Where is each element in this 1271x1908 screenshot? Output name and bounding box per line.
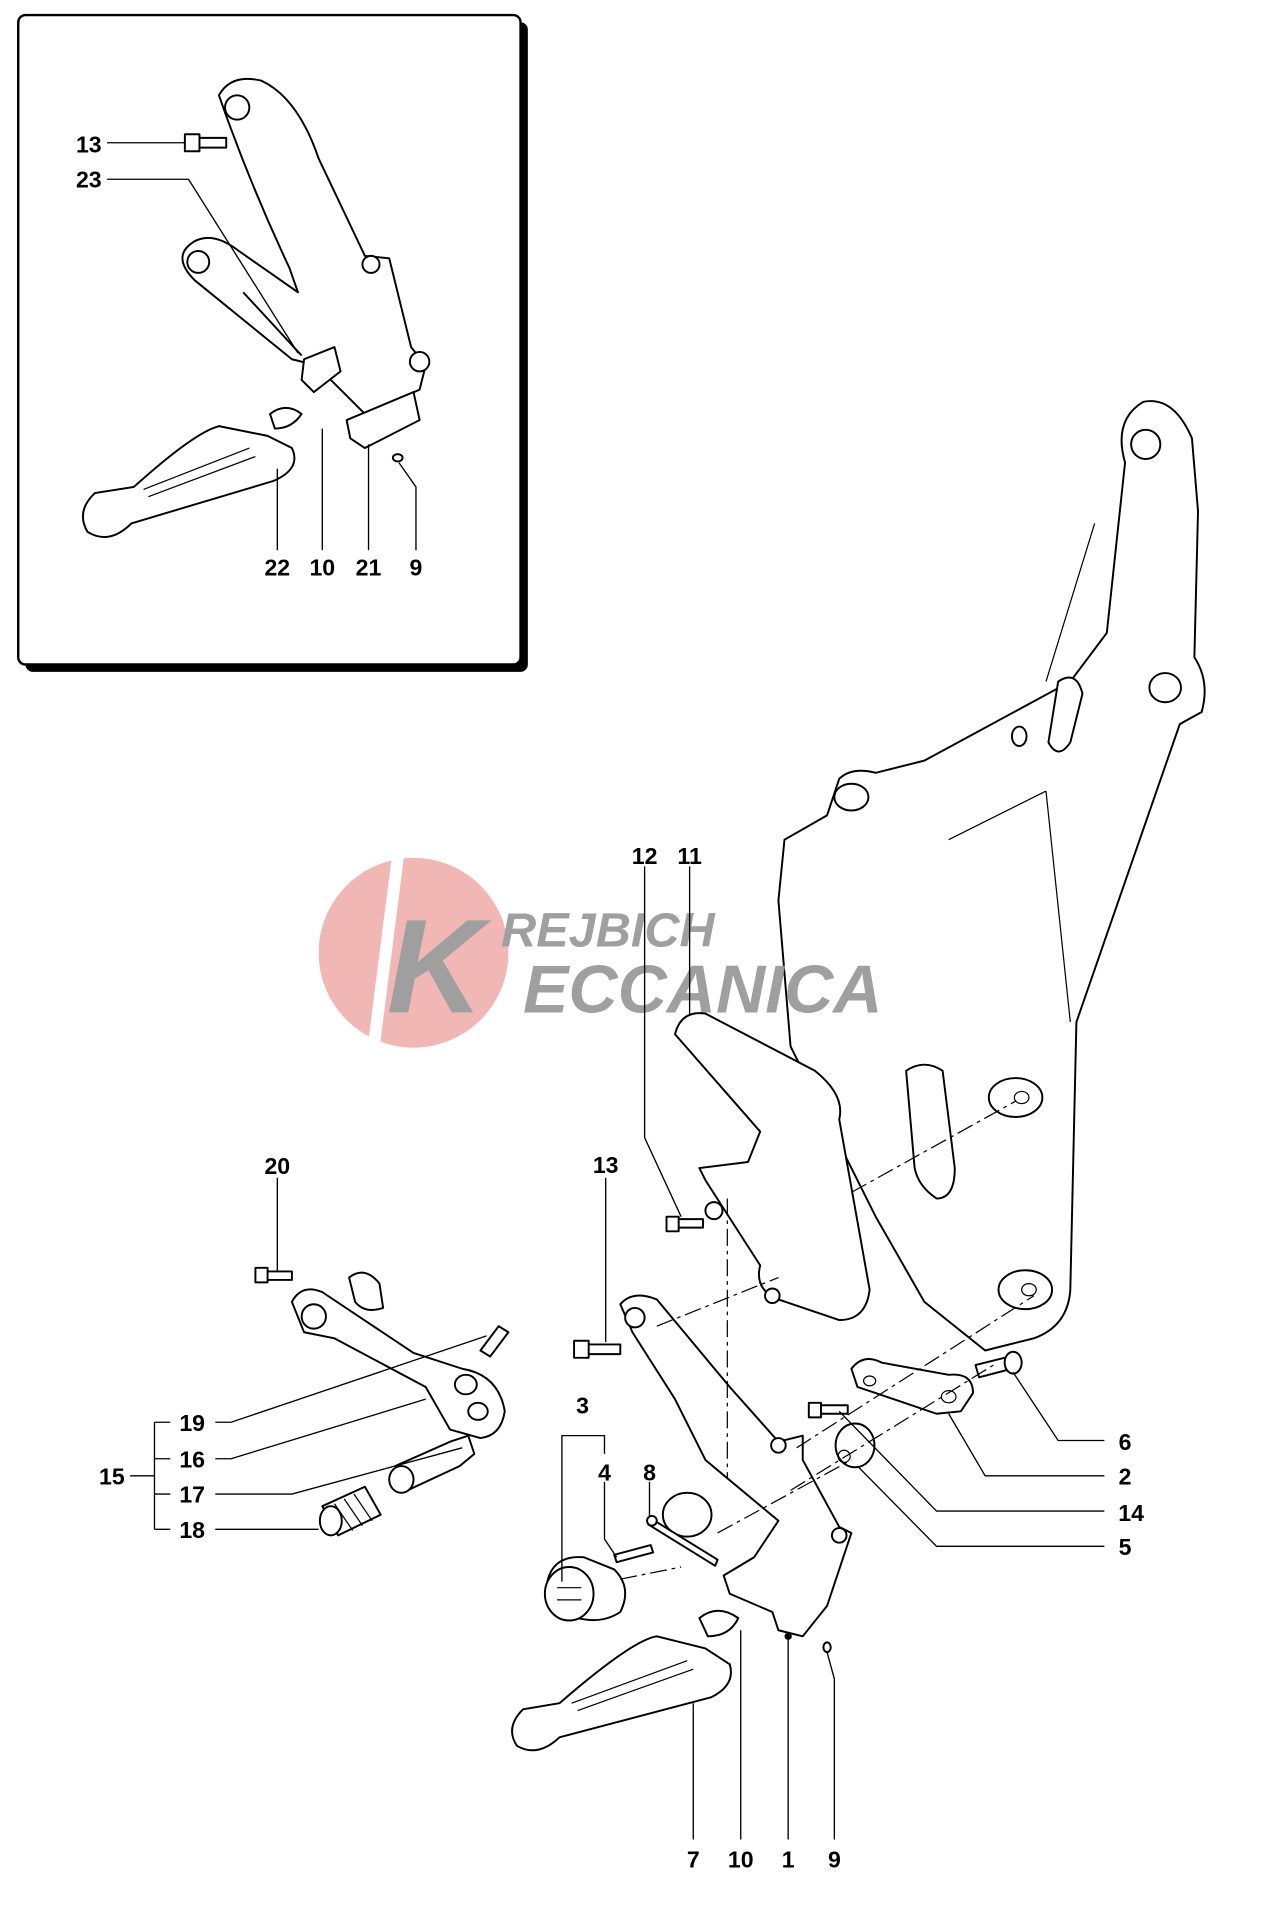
label-13: 13	[76, 131, 102, 157]
inset-bolt-13	[183, 133, 228, 153]
label-15: 15	[99, 1463, 125, 1489]
svg-text:K: K	[387, 892, 492, 1041]
footpeg-7	[511, 1635, 732, 1752]
pin-4	[613, 1544, 655, 1564]
spring-10	[698, 1609, 740, 1638]
label-22: 22	[264, 555, 290, 581]
krejbich-meccanica-watermark: K REJBICH ECCANICA	[318, 857, 882, 1049]
label-13-main: 13	[593, 1152, 619, 1178]
label-14: 14	[1118, 1500, 1144, 1526]
frame-plate-bracket	[777, 400, 1206, 1352]
heel-guard	[674, 1012, 871, 1322]
inset-panel: 13 23 22 10 21 9	[17, 13, 528, 672]
label-9-main: 9	[828, 1846, 841, 1872]
shaft-gear	[348, 1271, 385, 1311]
label-2: 2	[1119, 1463, 1132, 1489]
label-1: 1	[782, 1846, 795, 1872]
inset-spring	[269, 406, 303, 430]
label-9: 9	[410, 555, 423, 581]
label-6: 6	[1119, 1429, 1132, 1455]
label-16: 16	[179, 1446, 205, 1472]
bolt-13	[573, 1339, 622, 1359]
bolt-19	[479, 1325, 510, 1358]
label-8: 8	[643, 1460, 656, 1486]
inset-footpeg-bracket	[181, 77, 427, 415]
label-11: 11	[677, 843, 702, 869]
footpeg-bracket	[619, 1294, 853, 1638]
label-23: 23	[76, 167, 102, 193]
label-5: 5	[1119, 1534, 1132, 1560]
label-20: 20	[264, 1153, 290, 1179]
bolt-14	[807, 1401, 849, 1419]
label-3: 3	[576, 1393, 589, 1419]
gear-lever-16	[290, 1288, 506, 1440]
svg-text:REJBICH: REJBICH	[501, 904, 715, 958]
label-12: 12	[632, 843, 658, 869]
label-21: 21	[356, 555, 382, 581]
label-4: 4	[598, 1460, 611, 1486]
bolt-12	[665, 1215, 704, 1233]
label-7: 7	[687, 1846, 700, 1872]
bolt-20	[254, 1266, 293, 1284]
label-19: 19	[179, 1410, 205, 1436]
label-10-main: 10	[728, 1846, 754, 1872]
washer-5	[834, 1422, 876, 1469]
label-17: 17	[179, 1482, 205, 1508]
label-10: 10	[309, 555, 335, 581]
label-18: 18	[179, 1517, 205, 1543]
